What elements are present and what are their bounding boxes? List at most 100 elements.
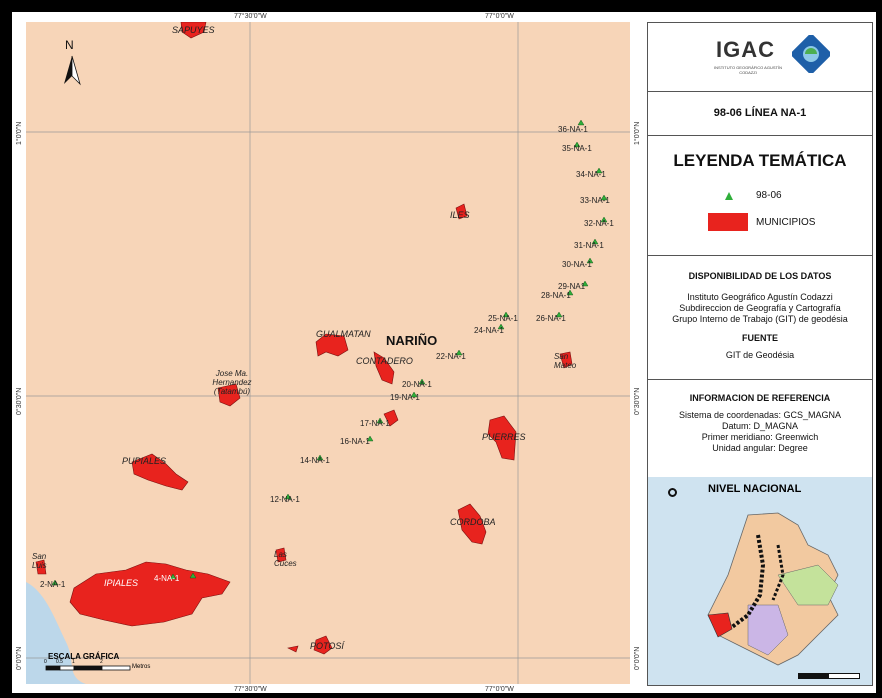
- point-label-26: 26-NA-1: [536, 314, 566, 323]
- point-25: [502, 311, 510, 318]
- map-graphics: [26, 22, 630, 684]
- legend-panel: IGAC INSTITUTO GEOGRÁFICO AGUSTÍN CODAZZ…: [647, 22, 873, 686]
- muni-puerres: [487, 415, 517, 461]
- muni-sanmateo: [559, 351, 573, 369]
- point-label-24: 24-NA-1: [474, 326, 504, 335]
- point-label-30: 30-NA-1: [562, 260, 592, 269]
- disp-line-2: Subdireccion de Geografía y Cartografía: [679, 303, 841, 313]
- point-label-33: 33-NA-1: [580, 196, 610, 205]
- muni-17: [383, 409, 399, 427]
- muni-tatambu: [217, 383, 241, 407]
- muni-ipiales: [69, 561, 231, 627]
- muni-potosi-1: [313, 635, 333, 655]
- disp-line-3: Grupo Interno de Trabajo (GIT) de geodés…: [672, 314, 848, 324]
- nivel-title: NIVEL NACIONAL: [708, 483, 802, 495]
- water-area: [26, 582, 86, 684]
- point-label-20: 20-NA-1: [402, 380, 432, 389]
- scale-tick-0: 0: [44, 659, 47, 665]
- disp-title: DISPONIBILIDAD DE LOS DATOS: [688, 271, 832, 281]
- point-label-31: 31-NA-1: [574, 241, 604, 250]
- point-label-17: 17-NA-1: [360, 419, 390, 428]
- coord-right-bot: 0°0'0"N: [634, 646, 641, 670]
- muni-iles: [455, 203, 468, 220]
- north-label: N: [65, 38, 74, 52]
- coord-top-right: 77°0'0"W: [485, 13, 514, 20]
- scale-bar: [45, 665, 131, 671]
- coord-right-top: 1°0'0"N: [634, 121, 641, 145]
- point-32: [600, 216, 608, 223]
- data-availability-box: DISPONIBILIDAD DE LOS DATOS Instituto Ge…: [648, 255, 872, 380]
- ref-line-2: Datum: D_MAGNA: [721, 421, 799, 431]
- point-36: [577, 119, 585, 126]
- point-label-25: 25-NA-1: [488, 314, 518, 323]
- point-label-34: 34-NA-1: [576, 170, 606, 179]
- point-33: [600, 194, 608, 201]
- muni-contadero: [373, 351, 395, 385]
- label-lascuces: Las Cuces: [274, 550, 297, 568]
- ref-line-1: Sistema de coordenadas: GCS_MAGNA: [678, 410, 842, 420]
- label-cordoba: CORDOBA: [450, 517, 496, 527]
- point-31: [591, 238, 599, 245]
- point-35: [573, 141, 581, 148]
- fuente-text: GIT de Geodésia: [725, 350, 795, 360]
- label-sapuyes: SAPUYES: [172, 25, 215, 35]
- point-label-4: 4-NA-1: [154, 574, 180, 583]
- disp-line-1: Instituto Geográfico Agustín Codazzi: [687, 292, 833, 302]
- point-label-36: 36-NA-1: [558, 125, 588, 134]
- coord-left-top: 1°0'0"N: [16, 121, 23, 145]
- legend-muni-swatch: [708, 213, 748, 231]
- coord-left-mid: 0°30'0"N: [16, 387, 23, 415]
- label-puerres: PUERRES: [482, 432, 526, 442]
- scale-tick-1: 0.5: [56, 659, 63, 665]
- legend-muni-label: MUNICIPIOS: [756, 217, 816, 228]
- ref-title: INFORMACION DE REFERENCIA: [689, 393, 831, 403]
- coord-left-bot: 0°0'0"N: [16, 646, 23, 670]
- colombia-minimap: [707, 512, 839, 666]
- point-28: [566, 289, 574, 296]
- logo-text: IGAC: [716, 37, 775, 62]
- department-label: NARIÑO: [386, 333, 438, 348]
- point-label-22: 22-NA-1: [436, 352, 466, 361]
- label-iles: ILES: [450, 210, 470, 220]
- point-29: [581, 280, 589, 287]
- point-19: [410, 391, 418, 398]
- label-ipiales: IPIALES: [104, 578, 139, 588]
- legend-point-icon: [725, 192, 733, 200]
- muni-gualmatan: [315, 333, 349, 357]
- legend-point-label: 98-06: [756, 190, 782, 201]
- minimap-scale: [798, 673, 860, 679]
- ref-line-4: Unidad angular: Degree: [712, 443, 808, 453]
- muni-potosi-2: [287, 645, 299, 653]
- point-20: [418, 378, 426, 385]
- scale-unit: Metros: [132, 664, 151, 670]
- point-16: [366, 435, 374, 442]
- point-30: [586, 257, 594, 264]
- nivel-nacional-box: NIVEL NACIONAL: [648, 477, 872, 685]
- scale-title: ESCALA GRÁFICA: [48, 652, 120, 661]
- logo-box: IGAC INSTITUTO GEOGRÁFICO AGUSTÍN CODAZZ…: [648, 23, 872, 92]
- point-12: [284, 493, 292, 500]
- point-label-16: 16-NA-1: [340, 437, 370, 446]
- legend-title: LEYENDA TEMÁTICA: [673, 151, 847, 170]
- coord-bottom-left: 77°30'0"W: [234, 686, 267, 693]
- line-title: 98-06 LÍNEA NA-1: [648, 91, 872, 136]
- point-label-29: 29-NA1: [558, 282, 586, 291]
- point-34: [595, 167, 603, 174]
- nivel-marker-icon: [668, 488, 677, 497]
- map-canvas[interactable]: SAPUYES ILES GUALMATAN NARIÑO CONTADERO …: [26, 22, 630, 684]
- point-label-28: 28-NA-1: [541, 291, 571, 300]
- label-potosi: POTOSÍ: [310, 641, 344, 651]
- muni-cordoba: [457, 503, 487, 545]
- logo-subtitle: INSTITUTO GEOGRÁFICO AGUSTÍN CODAZZI: [714, 65, 782, 75]
- point-14: [316, 454, 324, 461]
- muni-pupiales: [131, 453, 189, 491]
- igac-logo-icon: [792, 35, 830, 73]
- point-label-35: 35-NA-1: [562, 144, 592, 153]
- scale-tick-3: 2: [100, 659, 103, 665]
- label-sanluis: San Luis: [32, 552, 47, 570]
- fuente-title: FUENTE: [742, 333, 778, 343]
- label-gualmatan: GUALMATAN: [316, 329, 371, 339]
- coord-top-left: 77°30'0"W: [234, 13, 267, 20]
- point-extra: [189, 572, 197, 579]
- reference-box: INFORMACION DE REFERENCIA Sistema de coo…: [648, 379, 872, 478]
